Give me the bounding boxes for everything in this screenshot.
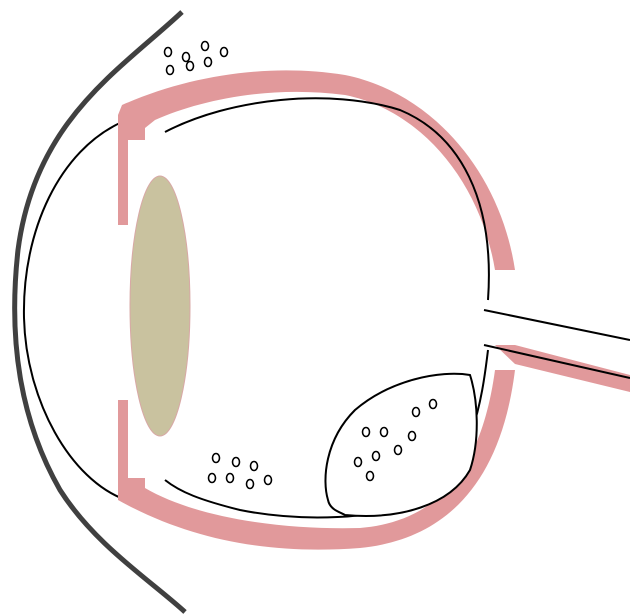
lens: [130, 176, 190, 436]
floaters-lower: [209, 454, 272, 489]
iris-upper: [118, 140, 128, 225]
floaters-upper: [165, 42, 228, 75]
iris-lower: [118, 400, 128, 478]
